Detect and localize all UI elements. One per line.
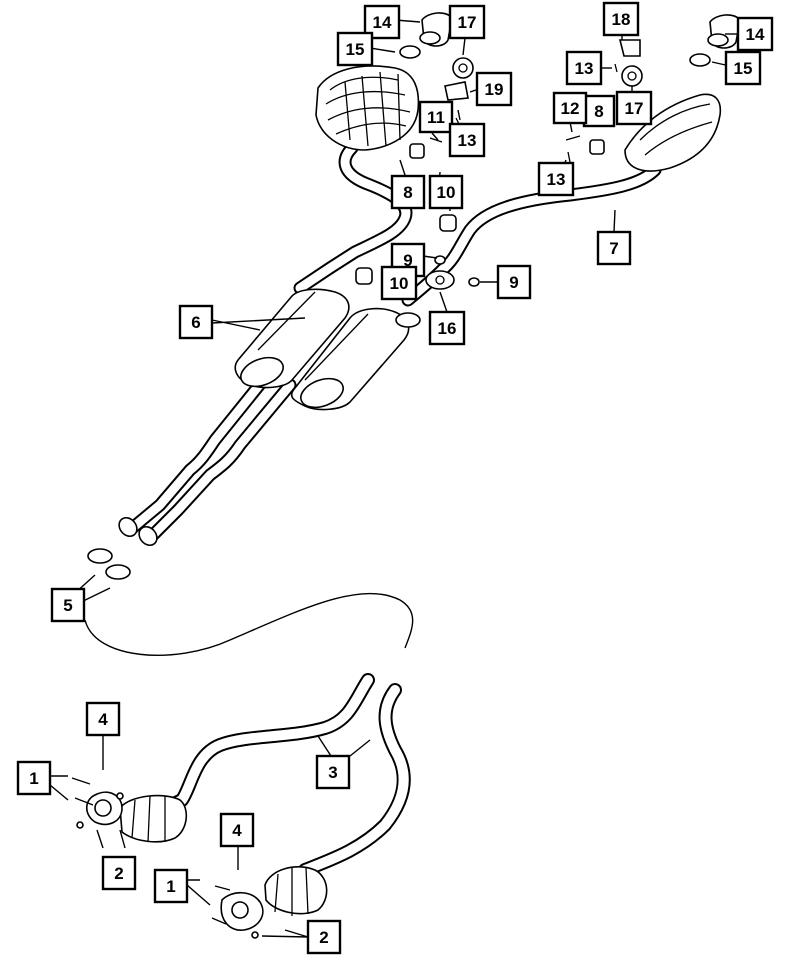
svg-text:4: 4: [232, 821, 242, 840]
svg-text:2: 2: [319, 928, 328, 947]
svg-text:8: 8: [594, 102, 603, 121]
svg-text:13: 13: [575, 59, 594, 78]
svg-text:15: 15: [734, 59, 753, 78]
callout-4-lower: 4: [219, 812, 255, 848]
svg-text:8: 8: [403, 183, 412, 202]
svg-text:14: 14: [373, 13, 392, 32]
svg-text:9: 9: [403, 251, 412, 270]
callout-5: 5: [50, 587, 86, 623]
callout-16: 16: [428, 310, 466, 346]
svg-text:3: 3: [328, 763, 337, 782]
svg-text:18: 18: [612, 10, 631, 29]
svg-text:17: 17: [458, 13, 477, 32]
svg-text:12: 12: [561, 99, 580, 118]
svg-text:6: 6: [191, 313, 200, 332]
callout-13-left: 13: [448, 122, 486, 158]
svg-text:15: 15: [346, 40, 365, 59]
callout-12: 12: [552, 91, 588, 125]
callout-15-right: 15: [724, 50, 762, 86]
svg-text:13: 13: [547, 170, 566, 189]
svg-text:10: 10: [390, 274, 409, 293]
resonator-right: [624, 93, 722, 172]
svg-text:1: 1: [29, 769, 38, 788]
routing-curve: [84, 592, 414, 656]
callouts: 1 1 2 2 3 4 4 5 6 7 8 8 9 9 10 10 11 12 …: [16, 1, 774, 955]
svg-text:13: 13: [458, 131, 477, 150]
svg-text:7: 7: [609, 239, 618, 258]
callout-13-right-top: 13: [565, 50, 603, 86]
callout-8-right: 8: [582, 94, 616, 128]
callout-2-upper: 2: [101, 855, 137, 891]
callout-18: 18: [602, 1, 640, 37]
svg-text:19: 19: [485, 80, 504, 99]
callout-8-left: 8: [390, 174, 426, 210]
callout-15-left: 15: [336, 31, 374, 67]
callout-13-right-bottom: 13: [537, 161, 575, 197]
callout-19: 19: [475, 71, 513, 107]
callout-17-left: 17: [448, 4, 486, 40]
svg-text:11: 11: [427, 108, 445, 127]
callout-1-lower: 1: [153, 868, 189, 904]
center-mufflers: [234, 288, 410, 411]
callout-1-upper: 1: [16, 760, 52, 796]
svg-text:9: 9: [509, 273, 518, 292]
callout-4-upper: 4: [85, 701, 121, 737]
callout-17-right: 17: [615, 90, 653, 126]
svg-text:10: 10: [437, 183, 456, 202]
callout-6: 6: [178, 304, 214, 340]
rear-muffler-left: [315, 65, 420, 151]
svg-text:1: 1: [166, 877, 175, 896]
svg-text:14: 14: [746, 25, 765, 44]
callout-11: 11: [418, 100, 454, 134]
svg-text:17: 17: [625, 99, 644, 118]
callout-14-right: 14: [736, 16, 774, 52]
svg-text:5: 5: [63, 596, 72, 615]
pipes: [118, 141, 662, 877]
callout-10-lower: 10: [380, 265, 418, 301]
callout-10-upper: 10: [428, 174, 464, 210]
svg-text:16: 16: [438, 319, 457, 338]
callout-2-lower: 2: [306, 919, 342, 955]
svg-text:2: 2: [114, 864, 123, 883]
svg-text:4: 4: [98, 710, 108, 729]
front-converters: [71, 777, 328, 939]
callout-3: 3: [315, 754, 351, 790]
callout-9-right: 9: [496, 264, 532, 300]
callout-7: 7: [596, 230, 632, 266]
